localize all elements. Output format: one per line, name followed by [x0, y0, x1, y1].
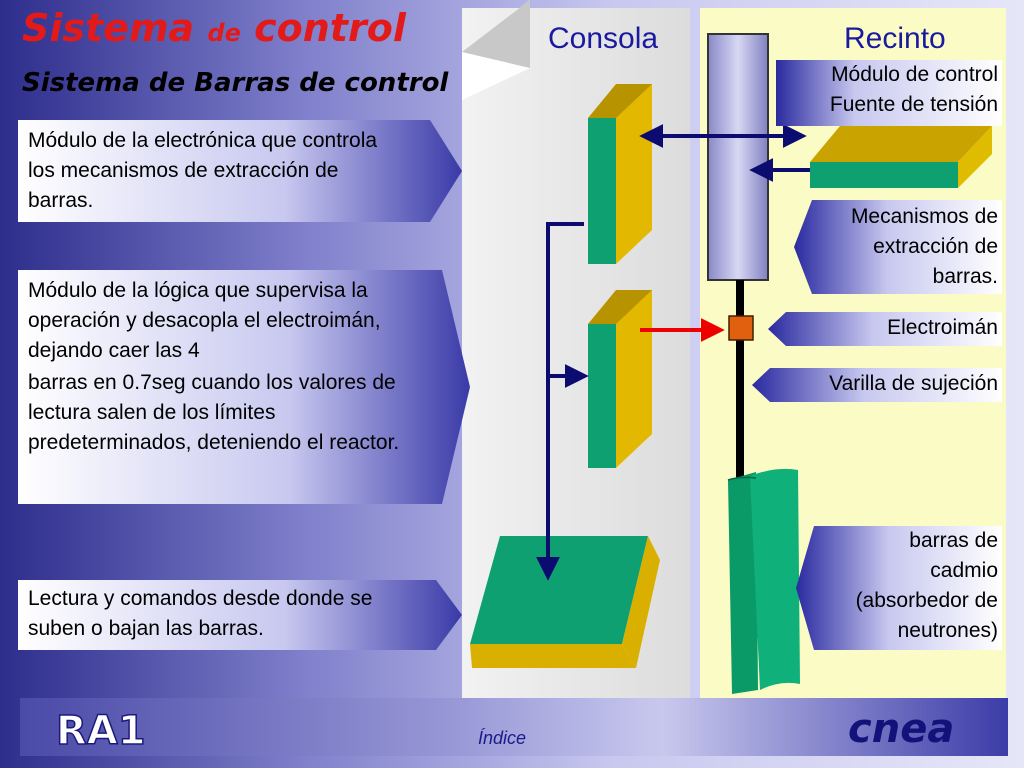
varilla-sujecion: [736, 280, 744, 480]
slide-title: Sistema de control: [22, 6, 406, 50]
svg-text:RA1: RA1: [56, 708, 146, 750]
panel-lectura-comandos: [470, 536, 660, 668]
callout-modulo-electronica: Módulo de la electrónica que controla lo…: [18, 120, 462, 222]
modulo-logica-box: [588, 290, 652, 468]
modulo-electronica-box: [588, 84, 652, 264]
callout-electroiman: Electroimán: [768, 312, 1002, 346]
electroiman-block: [728, 315, 754, 341]
footer-bar: [20, 698, 1008, 756]
slide-subtitle: Sistema de Barras de control: [22, 68, 449, 98]
consola-header: Consola: [548, 22, 659, 55]
callout-modulo-control: Módulo de control Fuente de tensión: [776, 60, 1002, 126]
recinto-header: Recinto: [844, 22, 946, 55]
callout-barras-cadmio: barras de cadmio (absorbedor de neutrone…: [796, 526, 1002, 650]
callout-mecanismos: Mecanismos de extracción de barras.: [794, 200, 1002, 294]
callout-lectura-comandos: Lectura y comandos desde donde se suben …: [18, 580, 462, 650]
barras-cadmio-shape: [727, 468, 800, 694]
cnea-logo: cnea: [848, 706, 955, 752]
indice-link[interactable]: Índice: [478, 728, 527, 748]
mecanismo-cilindro: [707, 33, 769, 281]
callout-varilla: Varilla de sujeción: [752, 368, 1002, 402]
ra1-logo: RA1: [55, 708, 146, 750]
callout-modulo-logica: Módulo de la lógica que supervisa la ope…: [18, 270, 470, 504]
flecha-lectura-comandos: [536, 222, 589, 581]
modulo-control-box: [810, 126, 992, 188]
